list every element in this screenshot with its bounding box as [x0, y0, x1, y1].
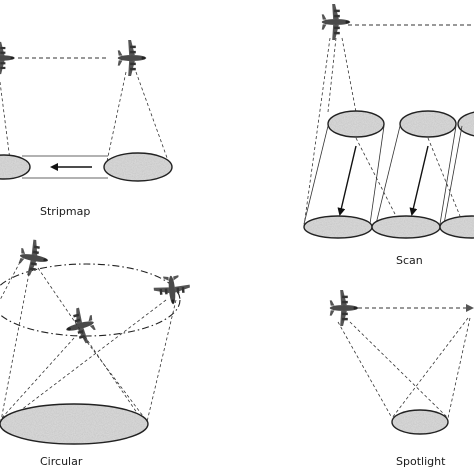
ground-footprint — [0, 154, 31, 180]
ground-footprint — [103, 152, 173, 182]
beam-lines — [0, 261, 177, 427]
stripmap-panel — [0, 39, 173, 182]
ground-footprint — [303, 215, 373, 239]
motion-arrow-icon — [409, 145, 429, 216]
spotlight-label: Spotlight — [396, 455, 446, 468]
motion-arrow-icon — [337, 145, 357, 216]
scan-panel — [303, 3, 474, 239]
circular-panel — [0, 237, 192, 445]
aircraft-icon — [466, 304, 474, 312]
spotlight-panel — [329, 289, 474, 435]
aircraft-icon — [152, 274, 192, 306]
circular-label: Circular — [40, 455, 83, 468]
stripmap-label: Stripmap — [40, 205, 91, 218]
beam-lines — [303, 37, 357, 227]
ground-footprint — [457, 111, 474, 137]
aircraft-icon — [117, 39, 147, 77]
aircraft-icon — [329, 289, 359, 327]
beam-lines — [0, 71, 171, 167]
ground-footprint — [391, 409, 449, 435]
aircraft-icon — [16, 237, 52, 279]
ground-footprint — [327, 110, 385, 138]
ground-footprint — [371, 215, 441, 239]
ground-footprint — [399, 110, 457, 138]
ground-footprint — [0, 403, 149, 445]
ground-footprint — [439, 215, 474, 239]
scan-label: Scan — [396, 254, 423, 267]
beam-lines — [337, 317, 471, 419]
aircraft-icon — [0, 41, 15, 75]
aircraft-icon — [321, 3, 351, 41]
scan-connectors — [303, 125, 463, 225]
